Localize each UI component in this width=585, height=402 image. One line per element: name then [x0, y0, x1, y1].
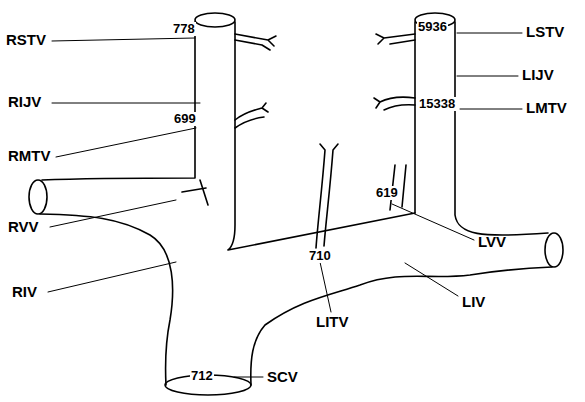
- vein-label: LSTV: [526, 24, 564, 41]
- vein-outline: [40, 214, 173, 385]
- vein-cap: [195, 13, 235, 27]
- callout-number: 699: [173, 112, 197, 126]
- vein-outline: [414, 22, 416, 213]
- leader-line: [50, 200, 176, 227]
- vein-label: SCV: [267, 369, 298, 386]
- vein-label: RIV: [12, 284, 37, 301]
- leader-line: [457, 33, 522, 34]
- callout-number: 15338: [418, 97, 456, 111]
- tributary: [235, 34, 276, 50]
- leader-line: [405, 263, 458, 296]
- tributary: [235, 103, 268, 128]
- leader-line: [392, 204, 474, 240]
- leader-line: [460, 109, 522, 110]
- callout-number: 5936: [417, 20, 448, 34]
- tributary: [374, 97, 415, 110]
- vein-label: RIJV: [8, 94, 41, 111]
- leader-line: [457, 76, 518, 77]
- vein-outline: [251, 267, 552, 385]
- vein-cap: [545, 233, 563, 267]
- leader-line: [52, 38, 195, 41]
- vein-label: LMTV: [526, 100, 567, 117]
- vein-cap: [29, 180, 47, 214]
- leader-line: [56, 128, 196, 157]
- leader-line: [52, 103, 200, 104]
- vein-outline: [455, 22, 548, 235]
- vein-label: LIJV: [522, 67, 554, 84]
- vein-label: LVV: [478, 234, 506, 251]
- vein-label: LIV: [462, 294, 485, 311]
- vein-outline: [42, 22, 195, 180]
- callout-number: 778: [172, 22, 196, 36]
- leader-line: [234, 377, 263, 378]
- leader-line: [48, 262, 176, 292]
- callout-number: 712: [190, 369, 214, 383]
- vein-label: RSTV: [6, 32, 46, 49]
- tributary: [376, 34, 415, 44]
- vein-label: LITV: [316, 314, 349, 331]
- callout-number: 619: [375, 186, 399, 200]
- vein-label: RMTV: [8, 148, 51, 165]
- vein-label: RVV: [8, 219, 39, 236]
- vein-outline: [228, 22, 415, 250]
- tributary: [316, 144, 338, 248]
- callout-number: 710: [308, 249, 332, 263]
- tributary: [182, 180, 208, 205]
- leader-line: [320, 262, 331, 312]
